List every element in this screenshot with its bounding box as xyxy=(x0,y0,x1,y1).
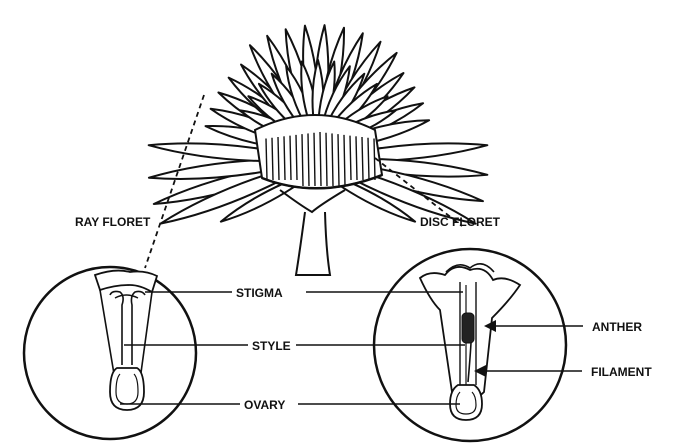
disc-floret-stroke xyxy=(368,138,369,180)
disc-floret-stroke xyxy=(344,135,345,186)
disc-floret-stroke xyxy=(362,137,363,180)
disc-floret-stroke xyxy=(326,133,327,186)
disc-floret-stroke xyxy=(266,138,267,180)
disc-floret-stroke xyxy=(278,137,279,180)
disc-floret-label: DISC FLORET xyxy=(420,215,501,229)
disc-floret-stroke xyxy=(350,136,351,180)
disc-floret-stroke xyxy=(314,133,315,186)
disc-floret-stroke xyxy=(374,138,375,180)
ray-floret-pointer xyxy=(145,95,204,268)
ray-floret-label: RAY FLORET xyxy=(75,215,151,229)
disc-floret-stroke xyxy=(320,132,321,186)
disc-floret-stroke xyxy=(290,136,291,180)
flower-stem xyxy=(296,212,330,275)
anther-shape xyxy=(462,313,474,343)
disc-floret-stroke xyxy=(302,134,303,186)
bract xyxy=(280,190,345,212)
disc-floret-stroke xyxy=(356,136,357,180)
disc-floret-stroke xyxy=(296,135,297,180)
ray-floret-detail xyxy=(24,267,196,439)
disc-floret-stroke xyxy=(332,133,333,186)
disc-floret-stroke xyxy=(272,138,273,180)
disc-floret-stroke xyxy=(338,134,339,186)
ovary-label: OVARY xyxy=(244,398,285,412)
flower-disc xyxy=(255,115,382,188)
anther-label: ANTHER xyxy=(592,320,642,334)
disc-floret-stroke xyxy=(308,133,309,186)
disc-floret-stroke xyxy=(284,136,285,180)
style-label: STYLE xyxy=(252,339,291,353)
stigma-label: STIGMA xyxy=(236,286,283,300)
filament-label: FILAMENT xyxy=(591,365,652,379)
